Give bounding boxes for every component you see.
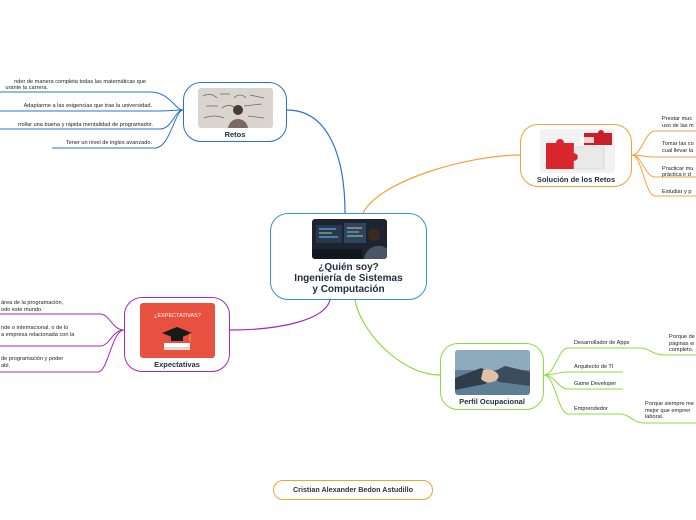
perfil-item-desarrollador[interactable]: Desarrollador de Apps — [574, 340, 630, 346]
connector-solucion — [362, 154, 521, 214]
author-name-node[interactable]: Cristian Alexander Bedon Astudillo — [273, 480, 433, 500]
retos-title: Retos — [224, 130, 246, 139]
solucion-item-4[interactable]: Estudiar y p — [662, 189, 692, 195]
perfil-detail-2-line1[interactable]: Porque siempre me — [645, 401, 694, 407]
perfil-title: Perfil Ocupacional — [459, 397, 525, 406]
central-title-line3: y Computación — [312, 284, 385, 295]
expectativas-item-1-line2[interactable]: odo este mundo. — [1, 307, 43, 313]
perfil-item-emprendedor[interactable]: Emprendedor — [574, 406, 608, 412]
retos-item-3[interactable]: rrollar una buena y rápida mentalidad de… — [17, 122, 153, 128]
solucion-item-3-line1[interactable]: Practicar mu — [662, 166, 694, 172]
perfil-node[interactable]: Perfil Ocupacional — [440, 343, 544, 410]
connector-perfil — [354, 299, 441, 376]
connector-retos — [286, 109, 346, 214]
expectativas-item-3-line2[interactable]: abl. — [1, 363, 11, 369]
expectativas-item-3-line1[interactable]: de programación y poder — [1, 356, 64, 362]
expectativas-image-text: ¿EXPECTATIVAS? — [154, 313, 201, 319]
perfil-detail-1-line3[interactable]: completo. — [669, 347, 694, 353]
central-title-line2: Ingeniería de Sistemas — [294, 273, 403, 284]
expectativas-item-1-line1[interactable]: área de la programación, — [1, 300, 64, 306]
solucion-item-1-line2[interactable]: uso de las m — [662, 123, 694, 129]
central-topic-node[interactable]: ¿Quién soy? Ingeniería de Sistemas y Com… — [270, 213, 427, 300]
solucion-item-2-line2[interactable]: cual llevar la — [662, 148, 694, 154]
retos-item-2[interactable]: Adaptarme a las exigencias que trae la u… — [23, 103, 152, 109]
whiteboard-math-image — [198, 88, 273, 128]
expectativas-node[interactable]: ¿EXPECTATIVAS? Expectativas — [124, 297, 230, 372]
solucion-item-2-line1[interactable]: Tomar las co — [662, 141, 694, 147]
person-coding-image — [312, 219, 387, 259]
solucion-title: Solución de los Retos — [536, 175, 616, 184]
solucion-item-3-line2[interactable]: práctica ir d — [662, 172, 691, 178]
expectativas-title: Expectativas — [154, 360, 200, 369]
retos-item-4[interactable]: Tener un nivel de ingles avanzado. — [65, 140, 152, 146]
handshake-image — [455, 350, 530, 395]
retos-item-1-line1[interactable]: nder de manera completa todas las matemá… — [14, 79, 146, 85]
expectativas-item-2-line1[interactable]: nde o internacional, o de lo — [1, 325, 69, 331]
puzzle-pieces-image — [540, 129, 615, 173]
perfil-detail-2-line2[interactable]: mejor que empren — [645, 408, 691, 414]
expectativas-item-2-line2[interactable]: a empresa relacionada con la — [1, 332, 75, 338]
perfil-detail-2-line3[interactable]: laboral. — [645, 414, 664, 420]
solucion-item-1-line1[interactable]: Prestar muc — [662, 116, 693, 122]
central-title-line1: ¿Quién soy? — [318, 262, 379, 273]
perfil-item-arquitecto[interactable]: Arquitecto de TI — [574, 364, 614, 370]
perfil-detail-1-line1[interactable]: Porque de — [669, 334, 695, 340]
expectativas-graduation-image: ¿EXPECTATIVAS? — [140, 303, 215, 358]
perfil-detail-1-line2[interactable]: páginas w — [669, 341, 695, 347]
retos-node[interactable]: Retos — [183, 82, 287, 142]
perfil-item-game-developer[interactable]: Game Developer — [574, 381, 617, 387]
solucion-node[interactable]: Solución de los Retos — [520, 124, 632, 187]
retos-item-1-line2[interactable]: urante la carrera. — [5, 85, 48, 91]
connector-expectativas — [229, 299, 331, 331]
